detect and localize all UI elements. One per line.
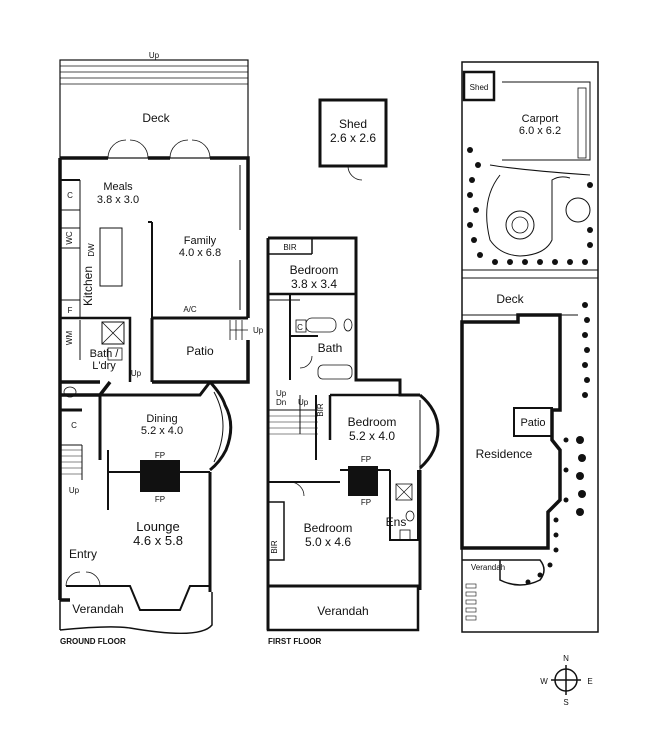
ground-floor (58, 59, 250, 635)
carport-size: 6.0 x 6.2 (519, 125, 561, 137)
shed-label: Shed (339, 117, 367, 131)
up-label-top: Up (149, 51, 160, 60)
fireplace-first (348, 466, 378, 496)
dining-bay (208, 380, 233, 472)
fireplace-ground (140, 460, 180, 492)
bir-label-1: BIR (283, 243, 297, 252)
site-shed-label: Shed (470, 83, 489, 92)
shed-plan (318, 98, 388, 181)
lounge-size: 4.6 x 5.8 (133, 533, 183, 548)
bir-label-2: BIR (316, 403, 325, 417)
fp-label-ground-1: FP (155, 451, 165, 460)
residence-label: Residence (476, 447, 533, 461)
family-label: Family (184, 235, 217, 247)
site-verandah-label: Verandah (471, 563, 505, 572)
meals-label: Meals (103, 181, 133, 193)
compass-w: W (540, 677, 548, 686)
dn-label-first: Dn (276, 398, 286, 407)
compass-n: N (563, 654, 569, 663)
kitchen-label: Kitchen (81, 266, 95, 306)
site-patio-label: Patio (520, 417, 545, 429)
compass-e: E (587, 677, 592, 686)
residence-outline (460, 313, 562, 550)
first-floor (266, 236, 440, 632)
dw-label: DW (87, 243, 96, 257)
entry-label: Entry (69, 547, 97, 561)
bedroom-3-label: Bedroom (304, 521, 353, 535)
up-label-patio: Up (253, 326, 264, 335)
garden-shrubs (467, 147, 593, 585)
up-label-mid: Up (131, 369, 142, 378)
ensuite-label: Ens (386, 515, 407, 529)
up-label-first: Up (276, 389, 287, 398)
ground-floor-caption: GROUND FLOOR (60, 637, 126, 646)
fp-label-first-2: FP (361, 498, 371, 507)
shed-size: 2.6 x 2.6 (330, 131, 376, 145)
wc-label: WC (65, 231, 74, 245)
kitchen-island (99, 227, 123, 287)
carport-label: Carport (522, 113, 559, 125)
dining-walls (58, 381, 212, 600)
bedroom-1-size: 3.8 x 3.4 (291, 277, 337, 291)
verandah-ground (59, 586, 213, 635)
bir-label-3: BIR (270, 540, 279, 554)
dining-size: 5.2 x 4.0 (141, 425, 183, 437)
bath-label-2: L'dry (92, 360, 116, 372)
verandah-first (266, 586, 420, 632)
ac-label: A/C (183, 305, 197, 314)
f-label: F (68, 306, 73, 315)
bedroom-2-label: Bedroom (348, 415, 397, 429)
c-label-2: C (71, 421, 77, 430)
lounge-label: Lounge (136, 519, 179, 534)
up-label-stair: Up (69, 486, 80, 495)
family-size: 4.0 x 6.8 (179, 247, 221, 259)
site-deck-label: Deck (496, 292, 524, 306)
ground-outer-wall (58, 156, 250, 602)
bedroom-2-size: 5.2 x 4.0 (349, 429, 395, 443)
site-plan (460, 61, 599, 633)
verandah-ground-label: Verandah (72, 602, 123, 616)
dining-label: Dining (146, 413, 177, 425)
c-label-first: C (297, 323, 303, 332)
deck-outline (59, 59, 249, 159)
compass-s: S (563, 698, 568, 707)
bedroom-1-label: Bedroom (290, 263, 339, 277)
wm-label: WM (65, 331, 74, 346)
meals-size: 3.8 x 3.0 (97, 194, 139, 206)
verandah-first-label: Verandah (317, 604, 368, 618)
deck-label: Deck (142, 111, 170, 125)
bath-label: Bath / (90, 348, 120, 360)
patio-label: Patio (186, 344, 214, 358)
bedroom-3-size: 5.0 x 4.6 (305, 535, 351, 549)
fp-label-first-1: FP (361, 455, 371, 464)
front-steps (465, 583, 477, 621)
fp-label-ground-2: FP (155, 495, 165, 504)
up-label-first-2: Up (298, 398, 309, 407)
compass (551, 665, 581, 695)
bath-first-label: Bath (318, 341, 343, 355)
bedroom-bay-first (418, 393, 440, 470)
c-label-1: C (67, 191, 73, 200)
first-floor-caption: FIRST FLOOR (268, 637, 322, 646)
meals-door-swing (107, 139, 211, 159)
